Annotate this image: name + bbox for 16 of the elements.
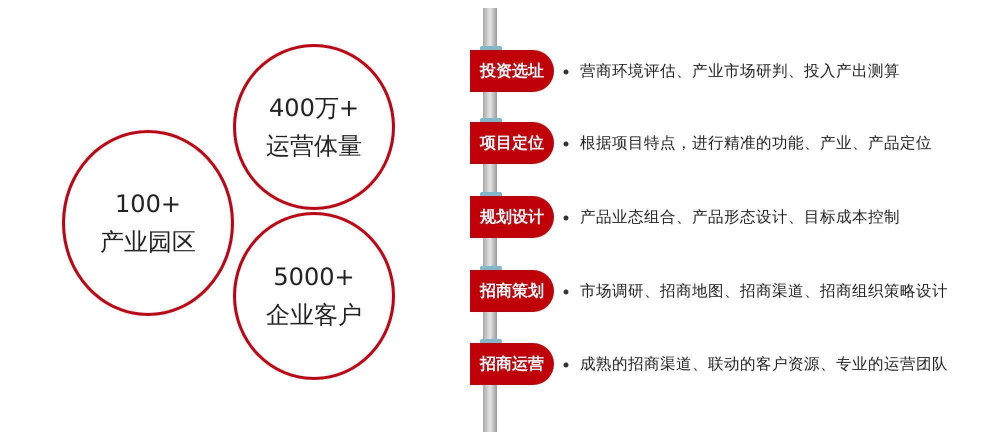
- description-text: 产品业态组合、产品形态设计、目标成本控制: [580, 207, 900, 228]
- figure-text: 400万+: [269, 93, 359, 124]
- label-text: 产业园区: [100, 227, 196, 258]
- figure-text: 100+: [115, 189, 181, 220]
- label-text: 运营体量: [266, 131, 362, 162]
- step-tab: 招商运营: [470, 343, 554, 385]
- step-tab: 投资选址: [470, 50, 554, 92]
- description-text: 营商环境评估、产业市场研判、投入产出测算: [580, 61, 900, 82]
- step-tab: 项目定位: [470, 122, 554, 164]
- description-text: 市场调研、招商地图、招商渠道、招商组织策略设计: [580, 281, 948, 302]
- description-text: 根据项目特点，进行精准的功能、产业、产品定位: [580, 133, 932, 154]
- step-tab: 规划设计: [470, 196, 554, 238]
- figure-text: 5000+: [273, 262, 355, 293]
- step-tab: 招商策划: [470, 270, 554, 312]
- label-text: 企业客户: [266, 300, 362, 331]
- description-text: 成熟的招商渠道、联动的客户资源、专业的运营团队: [580, 354, 948, 375]
